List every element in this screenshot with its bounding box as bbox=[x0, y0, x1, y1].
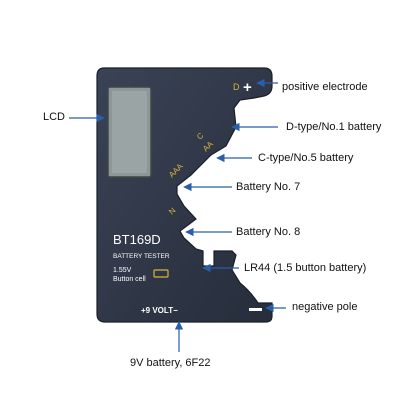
callout-9v: 9V battery, 6F22 bbox=[130, 357, 211, 369]
nine-volt-label: +9 VOLT− bbox=[141, 306, 178, 315]
callout-lr44: LR44 (1.5 button battery) bbox=[244, 262, 367, 274]
model-name: BT169D bbox=[113, 232, 161, 247]
slot-label-n: N bbox=[167, 206, 178, 217]
plus-icon: + bbox=[243, 79, 252, 96]
model-subtitle: BATTERY TESTER bbox=[113, 253, 170, 260]
button-cell-icon bbox=[153, 269, 169, 278]
callout-lcd: LCD bbox=[43, 111, 66, 123]
callout-battery8: Battery No. 8 bbox=[236, 226, 301, 238]
button-cell-voltage: 1.55V bbox=[113, 267, 132, 274]
callout-d-type: D-type/No.1 battery bbox=[286, 121, 382, 133]
callout-battery7: Battery No. 7 bbox=[236, 181, 301, 193]
slot-label-d: D bbox=[233, 82, 240, 92]
minus-icon bbox=[249, 308, 262, 311]
callout-positive-electrode: positive electrode bbox=[282, 81, 368, 93]
button-cell-text: Button cell bbox=[113, 276, 146, 283]
callout-c-type: C-type/No.5 battery bbox=[258, 152, 354, 164]
callout-negative-pole: negative pole bbox=[292, 301, 358, 313]
slot-label-c: C bbox=[195, 131, 206, 142]
